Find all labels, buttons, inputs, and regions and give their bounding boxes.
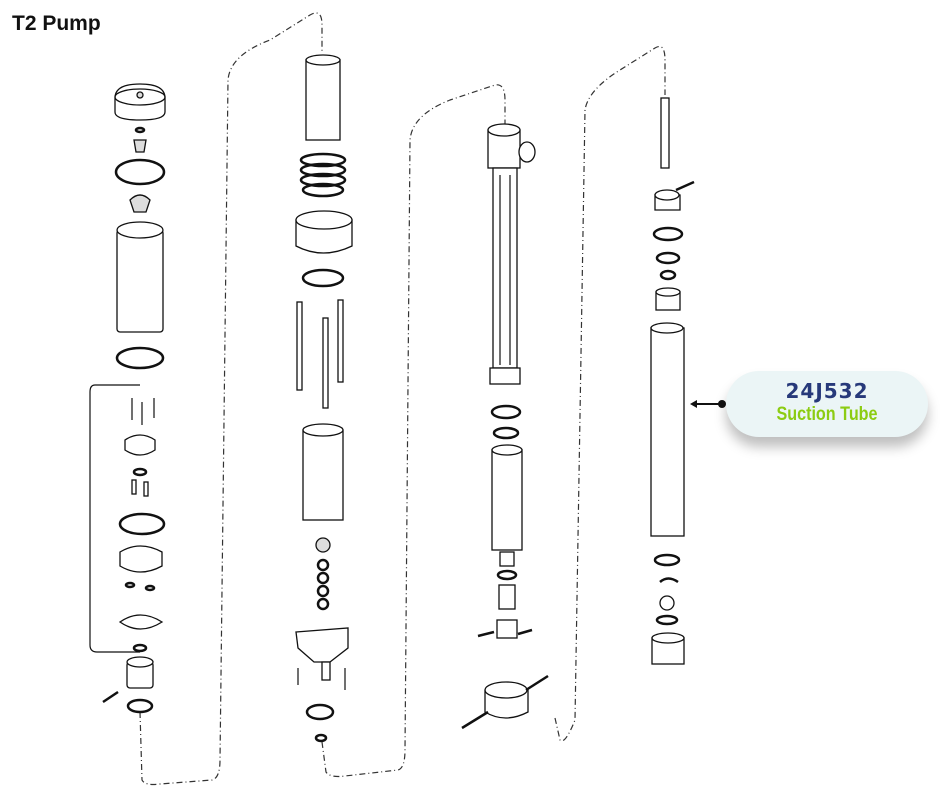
column-4-parts: [650, 97, 695, 665]
column-3-parts: [461, 123, 549, 730]
part-name: Suction Tube: [776, 404, 878, 425]
callout-leader-arrow: [690, 400, 726, 408]
part-number: 24J532: [785, 379, 869, 403]
page-title: T2 Pump: [12, 12, 101, 35]
assembly-path-lines: [89, 12, 666, 786]
column-2-parts: [295, 54, 353, 743]
column-1-parts: [102, 83, 166, 714]
part-callout[interactable]: 24J532 Suction Tube: [726, 371, 928, 437]
